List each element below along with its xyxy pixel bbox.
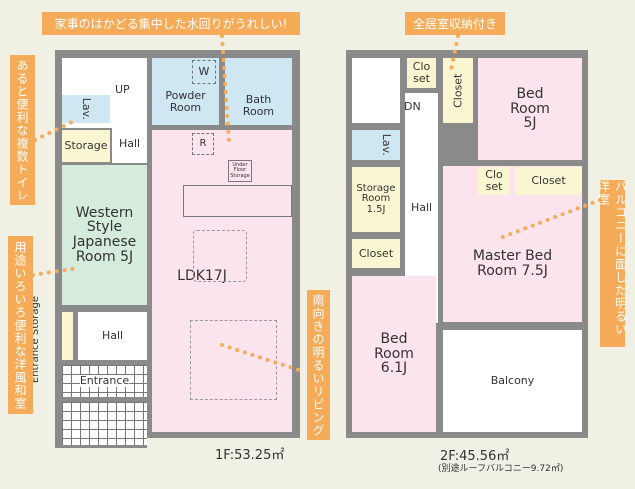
hall-top-label: Hall bbox=[118, 137, 141, 151]
entrance-label: Entrance bbox=[79, 374, 130, 388]
annotation-balcony-room: バルコニーに面した明るい洋室 bbox=[597, 180, 628, 347]
dn-label: DN bbox=[404, 100, 421, 113]
callout-line-kitchen bbox=[220, 34, 231, 144]
hall-top: Hall bbox=[112, 95, 147, 163]
balcony: Balcony bbox=[443, 330, 582, 432]
under-floor-storage: Under Floor Storage bbox=[228, 160, 252, 182]
closet-small-2: Clo set bbox=[478, 167, 510, 195]
powder-room-label: Powder Room bbox=[165, 88, 206, 114]
closet-vertical: Closet bbox=[443, 58, 473, 123]
closet-small-1: Clo set bbox=[407, 58, 436, 88]
storage-label: Storage bbox=[64, 139, 108, 153]
bed-room-6-1j: Bed Room 6.1J bbox=[352, 276, 436, 432]
bed-room-6-1j-label: Bed Room 6.1J bbox=[374, 330, 414, 377]
dining-table bbox=[193, 230, 247, 282]
floor-1-area: 1F:53.25㎡ bbox=[215, 448, 285, 463]
entrance-porch bbox=[62, 402, 147, 445]
storage-1f: Storage bbox=[62, 130, 110, 162]
closet-left-label: Closet bbox=[358, 246, 394, 260]
closet-left: Closet bbox=[352, 239, 400, 268]
japanese-room: Western Style Japanese Room 5J bbox=[62, 165, 147, 305]
balcony-label: Balcony bbox=[490, 374, 535, 388]
stairs-2f bbox=[352, 58, 400, 123]
closet-small-1-label: Clo set bbox=[412, 60, 431, 85]
bed-room-5j: Bed Room 5J bbox=[478, 58, 582, 160]
closet-master-label: Closet bbox=[531, 174, 566, 188]
annotation-toilets: あると便利な複数トイレ bbox=[10, 55, 35, 205]
bed-room-5j-label: Bed Room 5J bbox=[510, 85, 550, 132]
up-label: UP bbox=[115, 83, 130, 96]
kitchen-counter bbox=[183, 185, 292, 217]
bath-room: Bath Room bbox=[225, 58, 292, 125]
floor-2-area: 2F:45.56㎡ bbox=[440, 449, 510, 464]
closet-small-2-label: Clo set bbox=[485, 168, 503, 193]
lav-1f: Lav. bbox=[62, 95, 110, 123]
annotation-kitchen-water: 家事のはかどる集中した水回りがうれしい! bbox=[42, 12, 300, 35]
refrigerator-space: R bbox=[192, 133, 214, 155]
storage-room: Storage Room 1.5J bbox=[352, 167, 400, 232]
annotation-living: 南向きの明るいリビング bbox=[307, 290, 330, 440]
hall-1f: Hall bbox=[78, 312, 147, 360]
master-bed-room-label: Master Bed Room 7.5J bbox=[472, 248, 553, 279]
ldk-label: LDK17J bbox=[177, 267, 227, 284]
hall-label: Hall bbox=[101, 329, 124, 343]
callout-line-storage bbox=[448, 34, 460, 77]
annotation-japanese-room: 用途いろいろ便利な洋風和室 bbox=[8, 236, 33, 414]
powder-room: Powder Room bbox=[152, 58, 219, 125]
sofa bbox=[190, 320, 277, 400]
japanese-room-label: Western Style Japanese Room 5J bbox=[72, 204, 137, 265]
callout-line-japanese bbox=[31, 266, 80, 277]
storage-room-label: Storage Room 1.5J bbox=[356, 182, 396, 215]
callout-line-balcony-room bbox=[498, 198, 602, 240]
lav-2f: Lav. bbox=[352, 130, 400, 160]
roof-balcony-note: (別途ルーフバルコニー9.72㎡) bbox=[438, 464, 564, 474]
entrance: Entrance bbox=[62, 365, 147, 397]
hall-2f-label: Hall bbox=[410, 201, 433, 215]
bath-room-label: Bath Room bbox=[242, 92, 275, 118]
closet-master: Closet bbox=[515, 167, 582, 195]
entrance-storage bbox=[62, 312, 73, 360]
callout-line-toilets bbox=[33, 118, 78, 142]
annotation-storage-all: 全居室収納付き bbox=[405, 12, 505, 35]
callout-line-living bbox=[220, 343, 307, 374]
washer-space: W bbox=[192, 60, 216, 84]
